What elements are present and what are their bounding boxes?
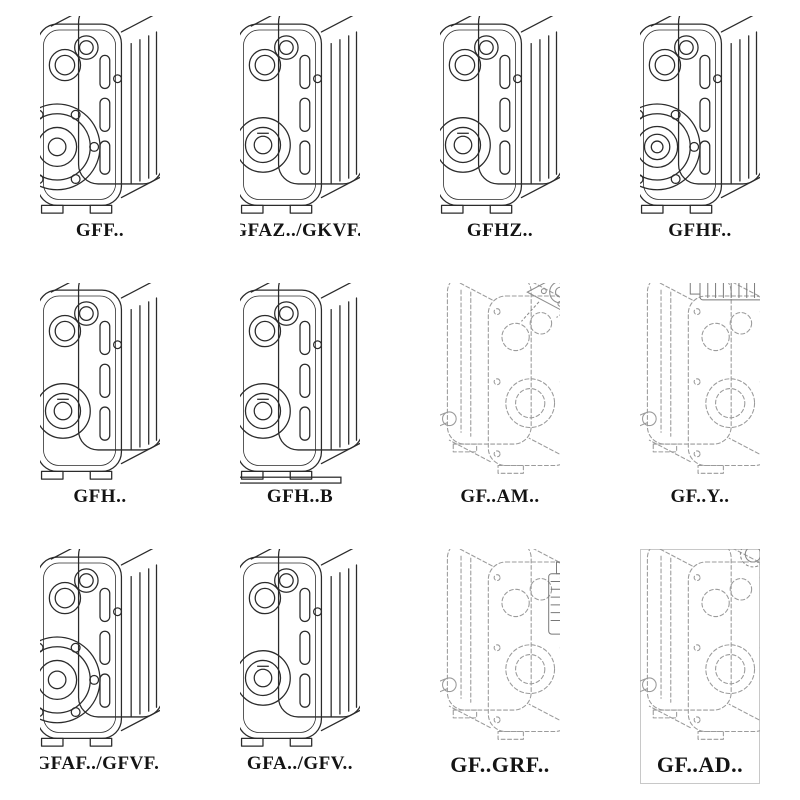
gearbox-drawing bbox=[240, 549, 360, 752]
model-label: GF..Y.. bbox=[670, 486, 730, 507]
gearbox-symbol-ref bbox=[40, 16, 160, 213]
gearbox-cell-gf-grf: GF..GRF.. bbox=[440, 549, 560, 784]
gearbox-cell-gf-am: GF..AM.. bbox=[440, 283, 560, 517]
gearbox-drawing bbox=[640, 16, 760, 219]
gearbox-cell-gfhz: GFHZ.. bbox=[440, 16, 560, 251]
model-label: GF..GRF.. bbox=[450, 752, 550, 777]
gearbox-cell-gfaf-gfvf: GFAF../GFVF.. bbox=[40, 549, 160, 784]
model-label: GFA../GFV.. bbox=[246, 753, 354, 774]
model-label: GFH.. bbox=[73, 486, 127, 507]
gearbox-cell-gfh-b: GFH..B bbox=[240, 283, 360, 517]
gearbox-cell-gff: GFF.. bbox=[40, 16, 160, 251]
gearbox-drawing bbox=[440, 16, 560, 219]
model-label: GFHF.. bbox=[668, 220, 732, 241]
gearbox-drawing bbox=[440, 549, 560, 751]
gearbox-drawing bbox=[440, 283, 560, 485]
gearbox-symbol-ref bbox=[40, 549, 160, 746]
gearbox-cell-gfaz-gkvf: GFAZ../GKVF.. bbox=[240, 16, 360, 251]
model-label: GFH..B bbox=[266, 486, 334, 507]
model-label: GFAF../GFVF.. bbox=[40, 753, 160, 774]
model-label: GFHZ.. bbox=[466, 220, 534, 241]
gearbox-cell-gf-ad: GF..AD.. bbox=[640, 549, 760, 784]
gearbox-symbol-ref bbox=[40, 283, 160, 479]
model-label: GFAZ../GKVF.. bbox=[240, 220, 360, 241]
gearbox-symbol-ref bbox=[640, 549, 760, 739]
gearbox-cell-gfh: GFH.. bbox=[40, 283, 160, 517]
gearbox-symbol-ref bbox=[440, 16, 560, 213]
model-label: GF..AD.. bbox=[656, 752, 744, 777]
gearbox-cell-gf-y: GF..Y.. bbox=[640, 283, 760, 517]
gearbox-symbol-ref bbox=[240, 549, 360, 746]
gearbox-symbol-ref bbox=[240, 16, 360, 213]
gearbox-drawing bbox=[40, 549, 160, 752]
gearbox-symbol-ref bbox=[640, 283, 760, 473]
gearbox-symbol-ref bbox=[240, 283, 360, 483]
gearbox-symbol-ref bbox=[440, 283, 560, 473]
gearbox-drawing bbox=[40, 283, 160, 485]
gearbox-drawing bbox=[640, 283, 760, 485]
gearbox-drawing bbox=[640, 549, 760, 751]
gearbox-symbol-ref bbox=[440, 549, 560, 739]
model-label: GFF.. bbox=[75, 220, 125, 241]
gearbox-drawing bbox=[240, 283, 360, 485]
model-label: GF..AM.. bbox=[460, 486, 540, 507]
gearbox-cell-gfa-gfv: GFA../GFV.. bbox=[240, 549, 360, 784]
gearbox-drawing bbox=[40, 16, 160, 219]
gearbox-cell-gfhf: GFHF.. bbox=[640, 16, 760, 251]
gearbox-drawing bbox=[240, 16, 360, 219]
gearbox-symbol-ref bbox=[640, 16, 760, 213]
